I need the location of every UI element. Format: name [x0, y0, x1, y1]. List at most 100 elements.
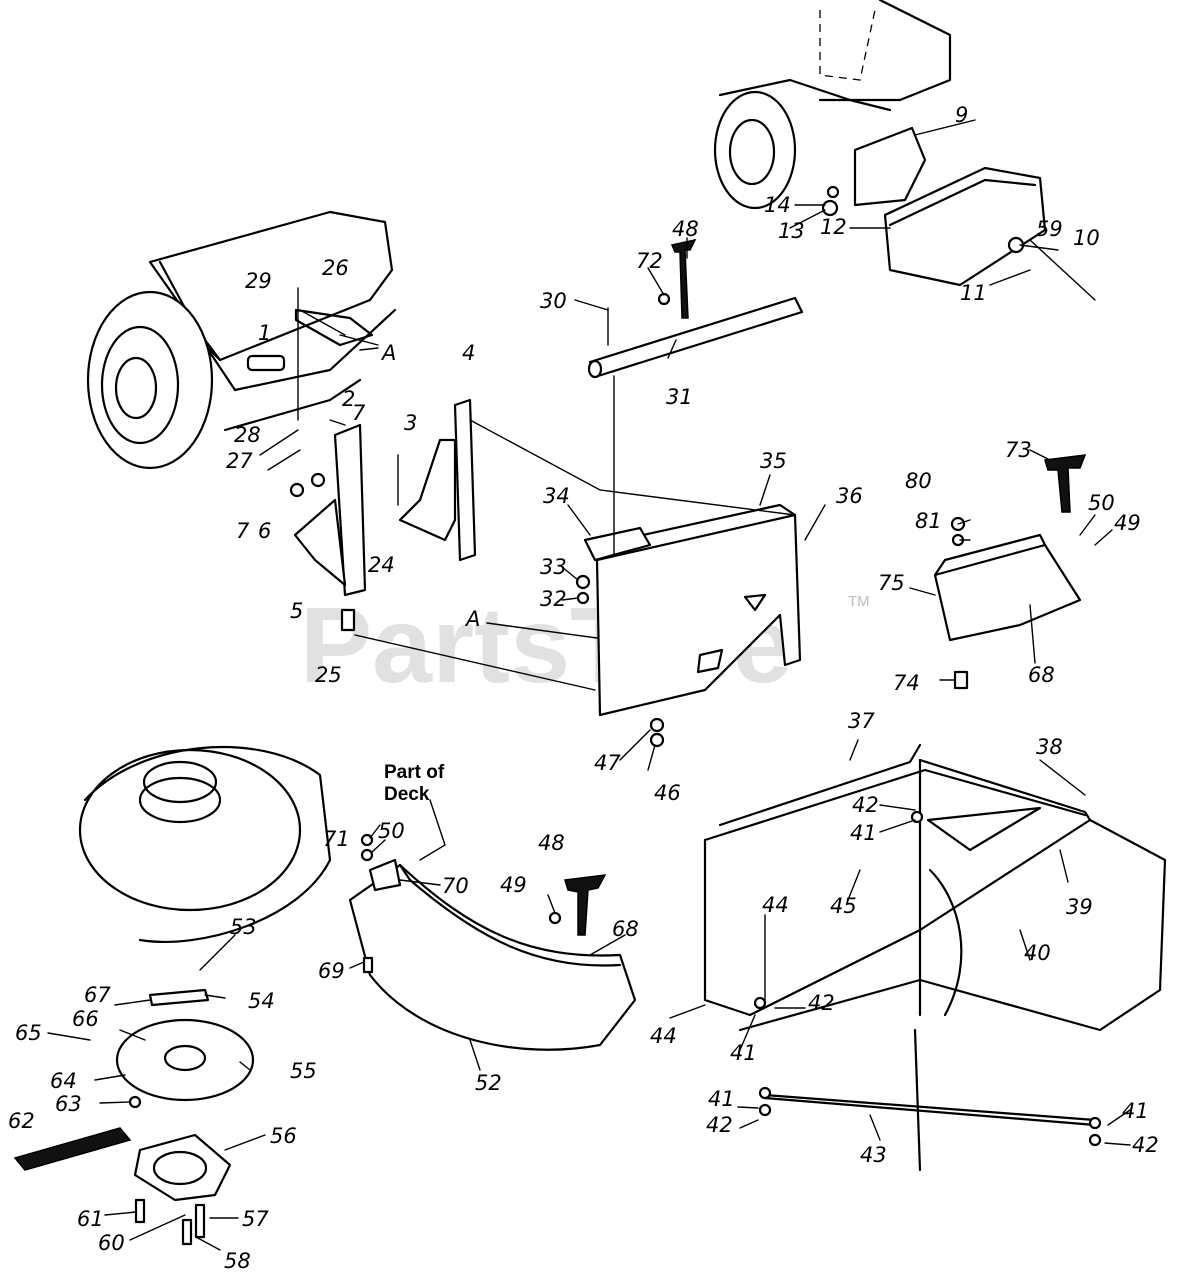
callout-64: 64 — [50, 1069, 77, 1093]
watermark-tm: TM — [848, 593, 870, 610]
callout-47: 47 — [594, 751, 621, 775]
callout-42-right: 42 — [1132, 1133, 1159, 1157]
callout-29: 29 — [245, 269, 272, 293]
callout-41-top: 41 — [850, 821, 877, 845]
callout-80: 80 — [905, 469, 932, 493]
part-34-clip — [583, 526, 652, 562]
callout-26: 26 — [322, 256, 349, 280]
callout-38: 38 — [1036, 735, 1063, 759]
callout-45: 45 — [830, 894, 857, 918]
part-75-bracket — [933, 454, 1087, 690]
callout-13: 13 — [778, 219, 805, 243]
callout-labels: 1 2 3 4 5 6 7 7 9 10 11 12 13 14 24 25 2… — [8, 103, 1159, 1273]
callout-37: 37 — [848, 709, 875, 733]
callout-4: 4 — [462, 341, 475, 365]
part-48-pin — [670, 238, 697, 319]
callout-48-top: 48 — [672, 217, 699, 241]
callout-44-left: 44 — [650, 1024, 677, 1048]
callout-46: 46 — [654, 781, 681, 805]
callout-12: 12 — [820, 215, 847, 239]
callout-70: 70 — [442, 874, 469, 898]
callout-10: 10 — [1073, 226, 1100, 250]
callout-34: 34 — [543, 484, 570, 508]
part-35-mount-plate — [575, 503, 802, 748]
part-31-axle-rod — [587, 238, 804, 379]
part-25-spacer — [340, 608, 356, 632]
part-4-bracket — [453, 398, 477, 562]
callout-14: 14 — [764, 193, 791, 217]
callout-9: 9 — [955, 103, 968, 127]
tractor-front-assembly — [713, 0, 1096, 301]
callout-30: 30 — [540, 289, 567, 313]
part-1-latch — [246, 354, 286, 372]
section-marker-a: A — [464, 607, 480, 631]
callout-49-right: 49 — [1114, 511, 1141, 535]
pulley — [142, 760, 218, 804]
tractor-rear-assembly — [86, 210, 397, 470]
callout-41-low: 41 — [708, 1087, 735, 1111]
callout-50-right: 50 — [1088, 491, 1115, 515]
callout-35: 35 — [760, 449, 787, 473]
mounting-brackets — [289, 398, 477, 632]
callout-31: 31 — [666, 385, 693, 409]
part-56-hub — [133, 1133, 232, 1202]
callout-6: 6 — [258, 519, 271, 543]
callout-41-mid: 41 — [730, 1041, 757, 1065]
callout-65: 65 — [15, 1021, 42, 1045]
callout-40: 40 — [1024, 941, 1051, 965]
callout-57: 57 — [242, 1207, 269, 1231]
callout-55: 55 — [290, 1059, 317, 1083]
callout-5: 5 — [290, 599, 303, 623]
callout-32: 32 — [540, 587, 567, 611]
callout-48-chute: 48 — [538, 831, 565, 855]
grass-bag-label — [926, 806, 1042, 852]
callout-62: 62 — [8, 1109, 35, 1133]
part-55-plate — [115, 1018, 255, 1102]
callout-68-right: 68 — [1028, 663, 1055, 687]
callout-7: 7 — [352, 401, 366, 425]
part-67-bracket — [148, 988, 210, 1007]
part-9-weight-bracket — [853, 126, 927, 207]
deck-pulley-assembly — [13, 745, 332, 1246]
front-wheel — [713, 90, 797, 210]
callout-61: 61 — [77, 1207, 104, 1231]
callout-73: 73 — [1005, 438, 1032, 462]
callout-27: 27 — [226, 449, 253, 473]
callout-59: 59 — [1036, 217, 1063, 241]
callout-33: 33 — [540, 555, 567, 579]
callout-72: 72 — [636, 249, 663, 273]
callout-43: 43 — [860, 1143, 887, 1167]
callout-66: 66 — [72, 1007, 99, 1031]
callout-42-low: 42 — [706, 1113, 733, 1137]
callout-2: 2 — [342, 387, 355, 411]
callout-58: 58 — [224, 1249, 251, 1273]
callout-53: 53 — [230, 915, 257, 939]
part-70-hinge — [368, 858, 402, 892]
note-part-of: Part of — [384, 762, 445, 783]
callout-68-chute: 68 — [612, 917, 639, 941]
leader-lines — [47, 119, 1131, 1251]
callout-28: 28 — [234, 423, 261, 447]
callout-71: 71 — [323, 827, 350, 851]
callout-49-chute: 49 — [500, 873, 527, 897]
callout-3: 3 — [404, 411, 417, 435]
part-5-bracket — [333, 423, 367, 597]
part-52-discharge-chute — [348, 833, 637, 1051]
callout-81: 81 — [915, 509, 942, 533]
callout-42-mid: 42 — [808, 991, 835, 1015]
callout-74: 74 — [893, 671, 920, 695]
part-48-chute-pin — [564, 874, 607, 936]
callout-75: 75 — [878, 571, 905, 595]
callout-1: 1 — [258, 321, 271, 345]
part-73-handle — [1044, 454, 1087, 513]
callout-7b: 7 — [236, 519, 250, 543]
callout-36: 36 — [836, 484, 863, 508]
callout-25: 25 — [315, 663, 342, 687]
grass-bag-frame — [703, 743, 1167, 1172]
note-deck: Deck — [384, 784, 430, 805]
callout-44-top: 44 — [762, 893, 789, 917]
callout-52: 52 — [475, 1071, 502, 1095]
part-62-blade — [13, 1127, 132, 1171]
callout-67: 67 — [84, 983, 111, 1007]
